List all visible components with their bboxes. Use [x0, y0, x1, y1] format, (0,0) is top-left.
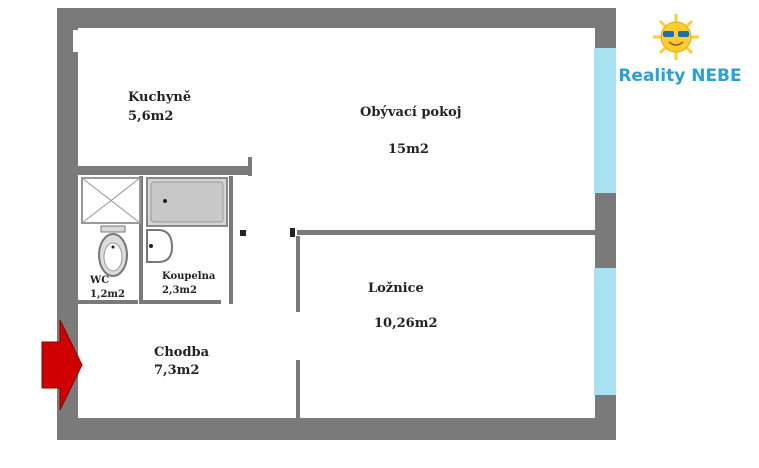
sun-icon — [653, 14, 699, 60]
entrance-arrow — [41, 319, 83, 411]
wc-name: WC — [89, 275, 109, 286]
bedroom-name: Ložnice — [368, 281, 424, 296]
interior-walls — [78, 157, 595, 418]
living-room-area: 15m2 — [388, 142, 429, 157]
kitchen-area: 5,6m2 — [128, 109, 173, 124]
window-living-room — [594, 48, 616, 193]
bathroom-area: 2,3m2 — [162, 285, 197, 296]
toilet — [98, 225, 128, 277]
washbasin — [146, 229, 174, 263]
bedroom-area: 10,26m2 — [374, 316, 438, 331]
logo-text: Reality NEBE — [618, 66, 741, 86]
window-bedroom — [594, 268, 616, 395]
wc-area: 1,2m2 — [90, 289, 125, 300]
shower-tray — [81, 177, 141, 224]
company-logo: Reality NEBE — [618, 14, 742, 86]
living-room-name: Obývací pokoj — [360, 105, 461, 120]
hallway-area: 7,3m2 — [154, 363, 199, 378]
kitchen-name: Kuchyně — [128, 90, 191, 105]
bathroom-name: Koupelna — [162, 271, 216, 282]
windows — [594, 48, 616, 395]
wall-gap — [73, 30, 78, 52]
bathtub — [146, 177, 228, 227]
hallway-name: Chodba — [154, 345, 210, 360]
room-labels: Kuchyně 5,6m2 Obývací pokoj 15m2 WC 1,2m… — [89, 90, 461, 378]
